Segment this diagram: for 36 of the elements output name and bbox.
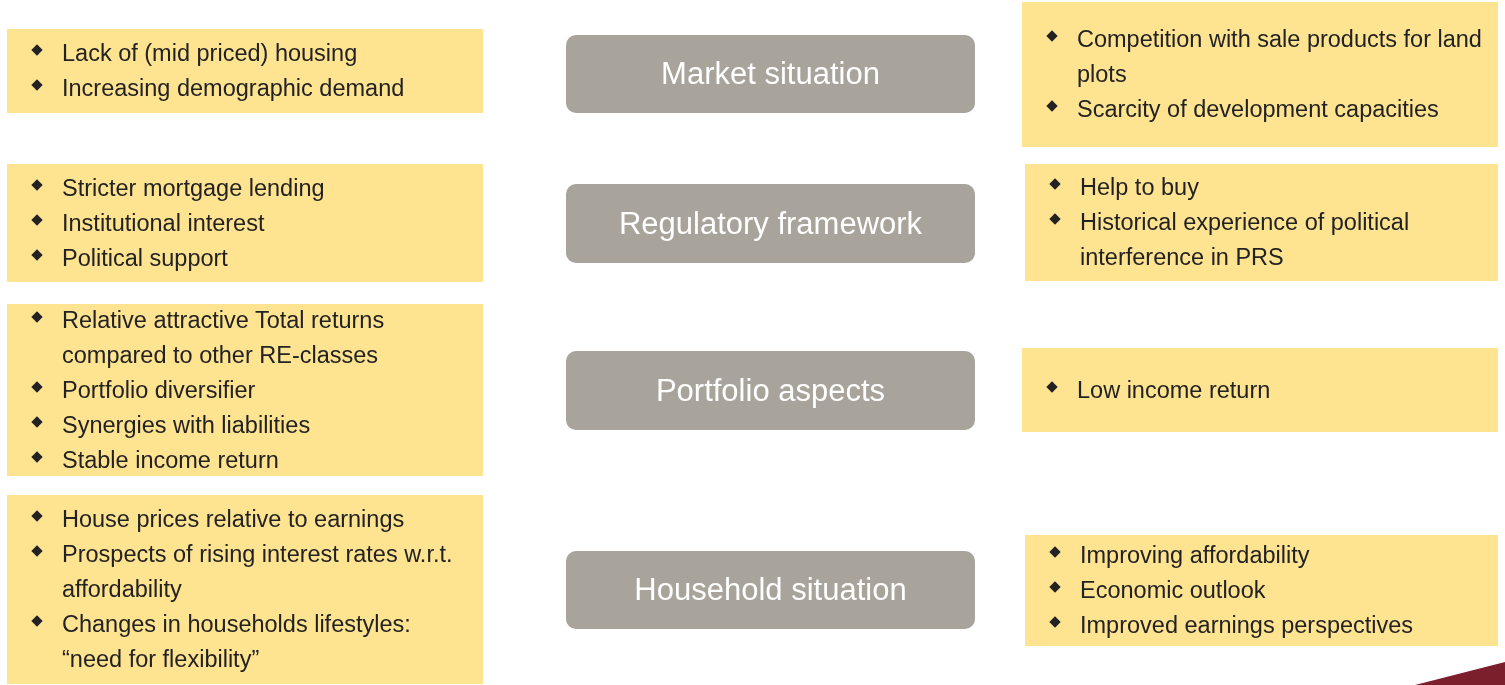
bullet-text: Lack of (mid priced) housing bbox=[62, 39, 358, 68]
bullet-text: Prospects of rising interest rates w.r.t. affordability bbox=[62, 540, 454, 604]
category-title: Regulatory framework bbox=[618, 205, 923, 242]
bullet-text: Scarcity of development capacities bbox=[1077, 95, 1439, 124]
bullet-text: Economic outlook bbox=[1080, 576, 1266, 605]
bullet-text: Improving affordability bbox=[1080, 541, 1310, 570]
bullet-text: Historical experience of political interference in PRS bbox=[1080, 208, 1411, 272]
barrier-box bbox=[1025, 164, 1498, 281]
driver-box bbox=[7, 164, 483, 282]
driver-box bbox=[7, 495, 483, 684]
barrier-box bbox=[1022, 2, 1498, 147]
bullet-text: House prices relative to earnings bbox=[62, 505, 405, 534]
bullet-text: Increasing demographic demand bbox=[62, 74, 405, 103]
bullet-text: Stricter mortgage lending bbox=[62, 173, 325, 203]
barrier-box bbox=[1025, 535, 1498, 646]
bullet-text: Relative attractive Total returns compared to other RE-classes bbox=[62, 305, 386, 370]
bullet-text: Political support bbox=[62, 243, 228, 273]
category-title: Portfolio aspects bbox=[655, 372, 886, 409]
category-title: Household situation bbox=[634, 572, 907, 608]
bullet-text: Synergies with liabilities bbox=[62, 410, 311, 440]
bullet-text: Portfolio diversifier bbox=[62, 375, 256, 405]
category-box bbox=[566, 351, 975, 430]
bullet-text: Low income return bbox=[1077, 375, 1271, 405]
bullet-text: Stable income return bbox=[62, 445, 279, 475]
bullet-text: Competition with sale products for land plots bbox=[1077, 25, 1483, 89]
category-title: Market situation bbox=[661, 56, 880, 92]
driver-box bbox=[7, 29, 483, 113]
barrier-box bbox=[1022, 348, 1498, 432]
bullet-text: Improved earnings perspectives bbox=[1080, 611, 1414, 640]
bullet-text: Changes in households lifestyles: “need for flexibility” bbox=[62, 610, 412, 674]
bullet-text: Institutional interest bbox=[62, 208, 265, 238]
driver-box bbox=[7, 304, 483, 476]
category-box bbox=[566, 35, 975, 113]
category-box bbox=[566, 184, 975, 263]
bullet-text: Help to buy bbox=[1080, 173, 1199, 202]
category-box bbox=[566, 551, 975, 629]
